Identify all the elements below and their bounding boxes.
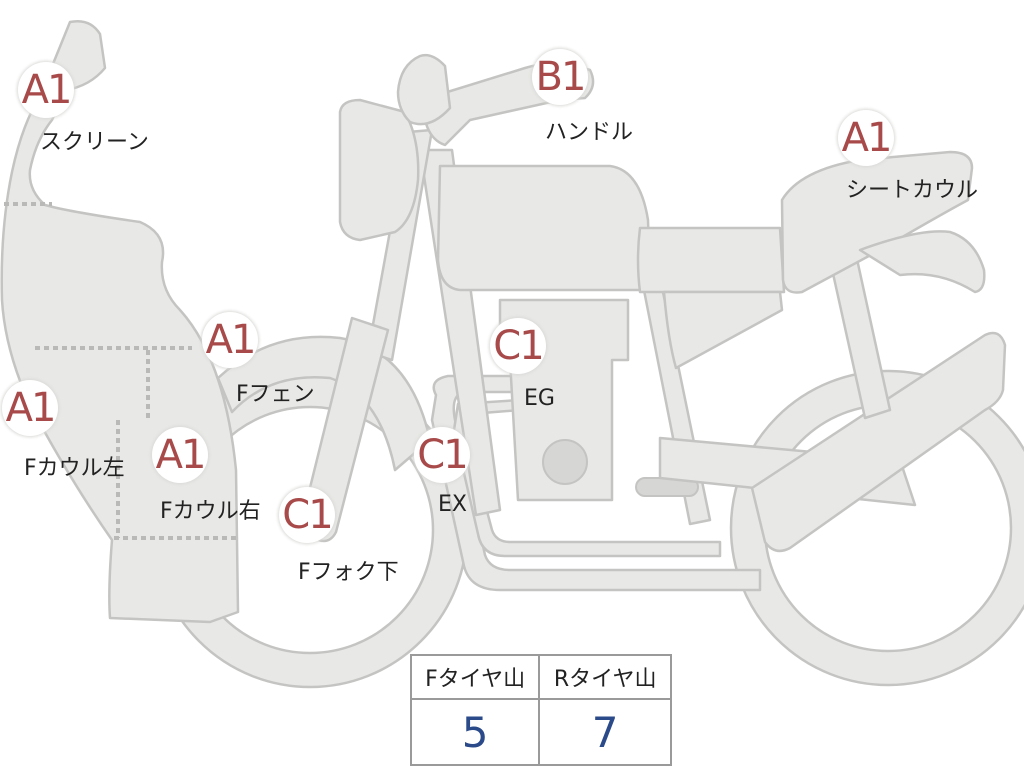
screen-grade-marker: A1 [18,62,74,118]
front-tire-tread-value: 5 [409,698,541,766]
handle-label: ハンドル [545,120,634,145]
rear-wheel [731,371,1024,685]
front-tire-tread-header: Fタイヤ山 [409,654,541,700]
f-cowl-left-grade-marker: A1 [2,380,58,436]
tire-tread-value-row: 5 7 [409,698,672,766]
seat-cowl-grade-marker: A1 [838,110,894,166]
engine-cover [542,439,588,485]
ex-label: EX [438,492,467,517]
rear-tire-tread-value: 7 [538,698,672,766]
seat-cowl [780,150,974,294]
muffler [750,331,1007,553]
fuel-tank [436,164,652,292]
tire-tread-table: Fタイヤ山 Rタイヤ山 5 7 [409,654,672,766]
cowl-seam-vertical [116,350,150,538]
tire-tread-header-row: Fタイヤ山 Rタイヤ山 [409,654,672,700]
eg-grade-marker: C1 [490,318,546,374]
f-fender-label: Fフェン [236,382,315,407]
screen-label: スクリーン [40,130,149,155]
rear-fender [858,230,986,294]
headlight [338,98,420,242]
exhaust-pipe-lower [430,374,762,592]
f-cowl-right-label: Fカウル右 [160,499,261,524]
rear-wheel-outer-edge [729,369,1024,687]
mirror [396,53,452,126]
handle-grade-marker: B1 [532,49,588,105]
f-cowl-right-grade-marker: A1 [152,427,208,483]
rear-tire-tread-header: Rタイヤ山 [538,654,672,700]
f-fork-lower-grade-marker: C1 [279,487,335,543]
ex-grade-marker: C1 [414,427,470,483]
side-cover [662,290,784,370]
f-cowl-left-label: Fカウル左 [24,456,125,481]
seat [636,226,786,294]
seat-cowl-label: シートカウル [846,178,979,203]
eg-label: EG [524,386,555,411]
f-fork-lower-label: Fフォク下 [298,560,399,585]
f-fender-grade-marker: A1 [202,312,258,368]
